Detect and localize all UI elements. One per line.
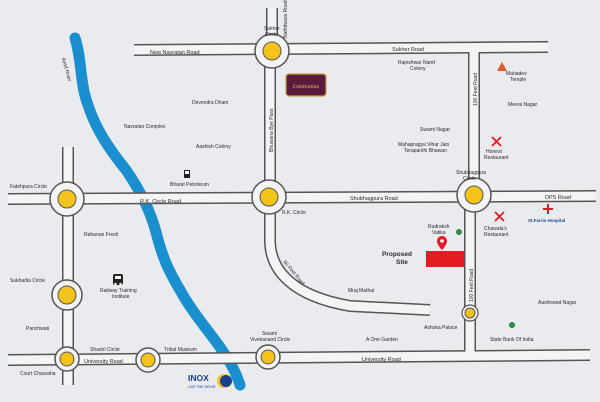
label-shastri-circle: Shastri Circle xyxy=(90,347,120,353)
inox-text: INOX xyxy=(188,373,209,383)
celebration-mall-logo: Celebration xyxy=(285,73,327,97)
label-fatehpura-circle: Fatehpura Circle xyxy=(10,184,47,190)
circle-swami-vivekanand xyxy=(255,344,281,370)
circle-fatehpura xyxy=(49,181,85,217)
circle-court xyxy=(54,346,80,372)
river-label: Ayad River xyxy=(60,57,72,82)
place-rajeshwar-2: Colony xyxy=(410,66,426,72)
label-sukher-circle-1: Sukher xyxy=(264,26,280,32)
restaurant-icon-chawala xyxy=(494,211,505,222)
road-label-bhuwana: Bhuwana Bye Pass xyxy=(269,108,275,152)
circle-sukhadia xyxy=(51,279,83,311)
place-proposed-1: Proposed xyxy=(382,251,412,258)
place-mahapragya-2: Terapanthi Bhawan xyxy=(404,148,447,154)
proposed-site-block xyxy=(426,251,464,267)
svg-text:Celebration: Celebration xyxy=(293,84,320,90)
place-ashoka-palace: Ashoka Palace xyxy=(424,325,458,331)
label-court-chauraha: Court Chauraha xyxy=(20,371,56,377)
tree-icon-rudraksh xyxy=(456,229,462,235)
place-navratan-complex: Navratan Complex xyxy=(124,124,166,130)
label-sukhadia-circle: Sukhadia Circle xyxy=(10,278,45,284)
place-railway-1: Railway Training xyxy=(100,288,137,294)
place-devendra-dham: Devendra Dham xyxy=(192,100,228,106)
place-proposed-2: Site xyxy=(396,259,408,266)
place-rebanue-fresh: Rebanue Fresh xyxy=(84,232,119,238)
place-meera-nagar: Meera Nagar xyxy=(508,102,538,108)
place-mahapragya-1: Mahapragya Vihar Jain xyxy=(398,142,450,148)
road-label-sukher: Sukher Road xyxy=(392,47,424,53)
tree-icon-bank xyxy=(509,322,515,328)
road-label-100-feet-top: 100 Feet Road xyxy=(473,73,479,106)
road-label-nathdwara: Nathdwara Road xyxy=(283,0,289,38)
label-rk-circle: R.K. Circle xyxy=(282,210,306,216)
road-label-shubhagpura: Shubhagpura Road xyxy=(350,196,398,202)
train-icon xyxy=(113,274,123,286)
place-tribal-museum: Tribal Museum xyxy=(164,347,197,353)
river xyxy=(69,32,246,391)
place-rajeshwar-1: Rajeshwar Nand xyxy=(398,60,435,66)
place-panchwati: Panchwati xyxy=(26,326,49,332)
temple-icon xyxy=(497,62,507,71)
label-shubhagpura-circle-2: Circle xyxy=(463,176,476,182)
inox-logo: INOX LIVE THE MOVIE xyxy=(188,373,232,389)
road-label-dps: DPS Road xyxy=(545,195,571,201)
hospital-label: St.Farris Hospital xyxy=(528,218,565,223)
fuel-pump-icon xyxy=(184,170,190,178)
road-network xyxy=(7,8,597,385)
place-chawala-1: Chawala's xyxy=(484,226,507,232)
place-chawala-2: Restaurant xyxy=(484,232,509,238)
road-label-university-right: University Road xyxy=(362,357,401,363)
place-honest-2: Restaurant xyxy=(484,155,509,161)
road-label-new-navratan: New Navratan Road xyxy=(150,50,200,56)
place-railway-2: Institute xyxy=(112,294,130,300)
circle-shastri xyxy=(135,347,161,373)
place-bharat-petroleum: Bharat Petroleum xyxy=(170,182,209,188)
place-mahadev-1: Mahadev xyxy=(506,71,527,77)
inox-tagline: LIVE THE MOVIE xyxy=(188,385,216,389)
place-state-bank: State Bank Of India xyxy=(490,337,534,343)
place-swami-nagar: Swami Nagar xyxy=(420,127,450,133)
restaurant-icon-honest xyxy=(491,136,502,147)
circle-ashoka xyxy=(461,304,479,322)
label-swami-1: Swami xyxy=(262,331,277,337)
place-mahadev-2: Temple xyxy=(510,77,526,83)
road-label-rk-circle: R.K. Circle Road xyxy=(140,199,181,205)
place-aashirwad-nagar: Aashirwad Nagar xyxy=(538,300,577,306)
circle-shubhagpura xyxy=(456,177,492,213)
place-aashish-colony: Aashish Colony xyxy=(196,144,231,150)
road-label-100-feet-bottom: 100 Feet Road xyxy=(469,269,475,302)
label-swami-2: Vivekanand Circle xyxy=(250,337,290,343)
road-label-university-left: University Road xyxy=(84,359,123,365)
circle-rk xyxy=(251,179,287,215)
proposed-site-marker xyxy=(426,236,464,267)
label-shubhagpura-circle-1: Shubhagpura xyxy=(456,170,486,176)
place-a-one-garden: A One Garden xyxy=(366,337,398,343)
place-rudraksh-1: Rudraksh xyxy=(428,224,450,230)
hospital-icon xyxy=(543,204,553,214)
circle-sukher xyxy=(254,33,290,69)
label-sukher-circle-2: Circle xyxy=(265,32,278,38)
place-honest-1: Honest xyxy=(486,149,502,155)
place-mraj-mathai: Mraj Mathai xyxy=(348,288,374,294)
place-rudraksh-2: Vatika xyxy=(432,230,446,236)
